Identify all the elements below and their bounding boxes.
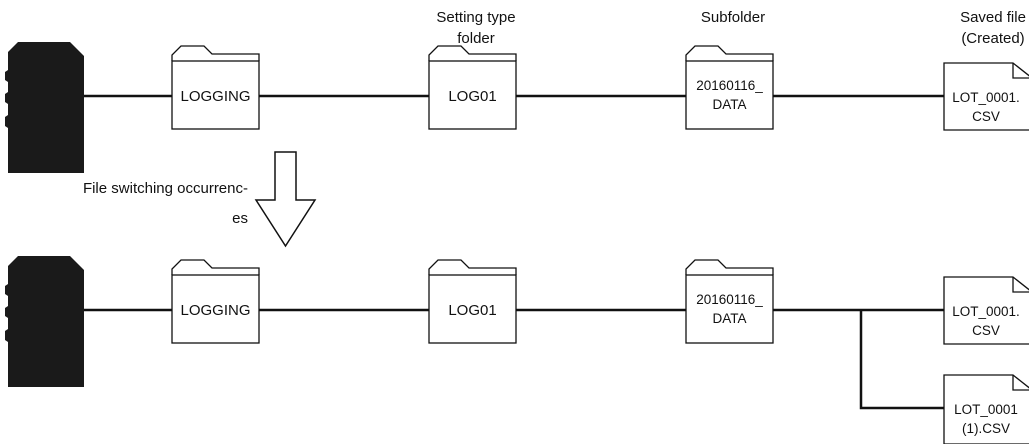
saved-file-label-line2: CSV <box>972 323 1000 338</box>
header-setting-type-line2: folder <box>457 30 495 47</box>
file-icon <box>943 276 1029 345</box>
sd-card-icon <box>5 42 84 173</box>
header-subfolder: Subfolder <box>701 9 765 26</box>
folder-icon <box>171 45 260 130</box>
saved-file-label-line1: LOT_0001. <box>952 90 1020 105</box>
file-switching-caption-line2: es <box>232 210 248 227</box>
setting-folder-label: LOG01 <box>448 88 496 105</box>
file-icon <box>943 62 1029 131</box>
branch-connector <box>859 310 944 410</box>
folder-icon <box>171 259 260 344</box>
header-saved-file-line2: (Created) <box>961 30 1024 47</box>
header-saved-file-line1: Saved file <box>960 9 1026 26</box>
row-before: LOGGING LOG01 20160116_ DATA LOT_0001. C… <box>5 42 1029 173</box>
folder-icon <box>685 259 774 344</box>
new-file-label-line1: LOT_0001 <box>954 402 1018 417</box>
subfolder-label-line1: 20160116_ <box>696 292 763 307</box>
folder-icon <box>428 259 517 344</box>
new-file-label-line2: (1).CSV <box>962 421 1010 436</box>
subfolder-label-line2: DATA <box>712 97 746 112</box>
logging-folder-label: LOGGING <box>180 302 250 319</box>
header-setting-type-line1: Setting type <box>436 9 515 26</box>
logging-folder-label: LOGGING <box>180 88 250 105</box>
down-arrow-icon <box>254 151 317 248</box>
file-switching-caption-line1: File switching occurrenc- <box>83 180 248 197</box>
folder-icon <box>685 45 774 130</box>
sd-card-icon <box>5 256 84 387</box>
folder-icon <box>428 45 517 130</box>
subfolder-label-line1: 20160116_ <box>696 78 763 93</box>
setting-folder-label: LOG01 <box>448 302 496 319</box>
saved-file-label-line1: LOT_0001. <box>952 304 1020 319</box>
saved-file-label-line2: CSV <box>972 109 1000 124</box>
row-after: LOGGING LOG01 20160116_ DATA LOT_0001. C… <box>5 256 1029 444</box>
file-icon <box>943 374 1029 444</box>
subfolder-label-line2: DATA <box>712 311 746 326</box>
